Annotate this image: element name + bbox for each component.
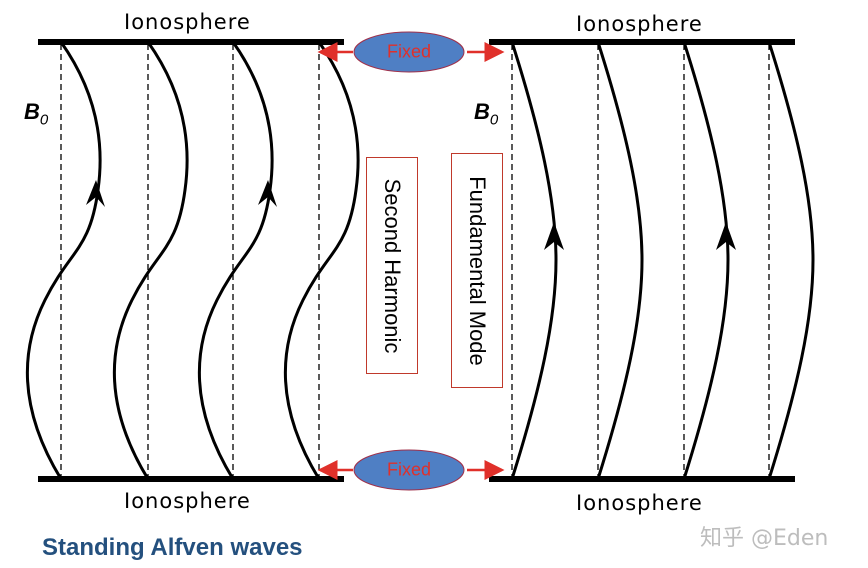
b0-subscript: 0: [489, 111, 499, 129]
ionosphere-label-bottom-left: Ionosphere: [124, 489, 251, 513]
watermark: 知乎 @Eden: [700, 526, 829, 551]
b0-symbol: B: [474, 99, 490, 124]
fixed-label-bottom: Fixed: [386, 459, 432, 480]
b0-label-left: B0: [24, 99, 48, 128]
fixed-label-top: Fixed: [386, 41, 432, 62]
ionosphere-label-top-left: Ionosphere: [124, 10, 251, 34]
fundamental-mode-label: Fundamental Mode: [465, 175, 490, 366]
ionosphere-label-bottom-right: Ionosphere: [576, 491, 703, 515]
b0-symbol: B: [24, 99, 40, 124]
b0-subscript: 0: [39, 111, 49, 129]
second-harmonic-box: Second Harmonic: [366, 157, 418, 374]
dashed-field-lines: [60, 44, 770, 477]
fundamental-mode-box: Fundamental Mode: [451, 153, 503, 388]
second-harmonic-label: Second Harmonic: [380, 178, 405, 353]
second-harmonic-curves: [25, 41, 360, 480]
b0-label-right: B0: [474, 99, 498, 128]
ionosphere-label-top-right: Ionosphere: [576, 12, 703, 36]
fundamental-mode-curves: [510, 41, 815, 480]
fixed-markers: [317, 31, 505, 491]
ionosphere-bars: [38, 39, 795, 482]
diagram-title: Standing Alfven waves: [42, 534, 303, 561]
